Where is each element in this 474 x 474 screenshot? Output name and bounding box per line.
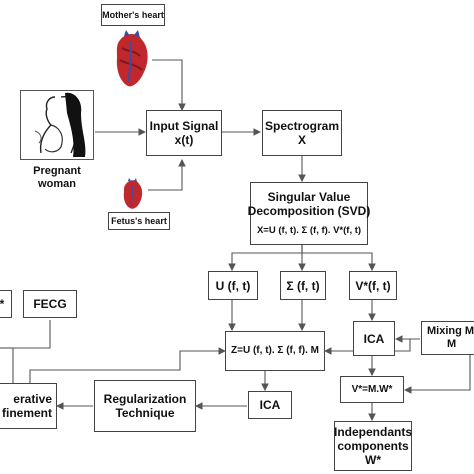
z-formula-text: Z=U (f, t). Σ (f, f). M: [231, 345, 319, 356]
iterative-refinement-line2: finement: [1, 406, 52, 420]
mothers-heart-label-text: Mother's heart: [102, 9, 164, 20]
refinement-to-fecg-line: [12, 320, 51, 383]
mixing-to-wstar-arrow: [403, 355, 471, 394]
iterative-refinement-line1: erative: [13, 392, 52, 406]
independants-line1: Independants: [334, 425, 413, 439]
input-signal-title: Input Signal: [149, 119, 219, 133]
anatomical-heart-icon: [123, 178, 143, 209]
wstar-formula-box: V*=M.W*: [340, 376, 404, 403]
fetus-heart-label: Fetus's heart: [108, 212, 170, 230]
mothers-heart-label: Mother's heart: [101, 4, 165, 26]
anatomical-heart-icon: [116, 30, 148, 87]
mixing-matrix-title: Mixing M: [427, 325, 474, 337]
regularization-line1: Regularization: [103, 392, 187, 406]
mother-heart-to-input-arrow: [151, 59, 186, 112]
spectrogram-symbol: X: [297, 133, 306, 147]
pregnant-woman-label: Pregnant woman: [20, 162, 94, 194]
u-matrix-box: U (f, t): [208, 271, 258, 300]
ica-bottom-box: ICA: [248, 391, 292, 419]
mecg-output-box-partial: *: [0, 290, 12, 318]
input-signal-box: Input Signal x(t): [146, 110, 222, 156]
z-formula-box: Z=U (f, t). Σ (f, f). M: [225, 331, 325, 371]
iterative-refinement-box: erative finement: [0, 383, 57, 429]
fecg-output-box: FECG: [23, 290, 77, 318]
fetus-heart-label-text: Fetus's heart: [111, 215, 167, 226]
vstar-matrix-label: V*(f, t): [355, 278, 391, 293]
mixing-matrix-box: Mixing M M: [421, 321, 474, 355]
independants-components-box: Independants components W*: [334, 421, 412, 471]
spectrogram-title: Spectrogram: [264, 119, 340, 133]
pregnant-woman-sketch-icon: [34, 92, 86, 157]
refinement-to-z-feedback-arrow: [29, 347, 227, 383]
regularization-line2: Technique: [115, 406, 175, 420]
ica-bottom-label: ICA: [259, 398, 281, 412]
vstar-matrix-box: V*(f, t): [349, 271, 397, 300]
fetus-heart-image-box: [121, 178, 145, 210]
u-matrix-label: U (f, t): [215, 278, 251, 293]
svd-formula: X=U (f, t). Σ (f, f). V*(f, t): [256, 224, 362, 236]
wstar-formula-text: V*=M.W*: [351, 383, 393, 395]
sigma-matrix-box: Σ (f, t): [280, 271, 326, 300]
svd-title-line1: Singular Value: [267, 189, 351, 204]
independants-line2: components: [337, 439, 409, 453]
svd-title-line2: Decomposition (SVD): [247, 203, 371, 218]
fecg-output-label: FECG: [33, 297, 67, 311]
ica-right-box: ICA: [353, 321, 395, 356]
input-signal-symbol: x(t): [174, 133, 194, 147]
pregnant-woman-image-box: [20, 90, 94, 160]
pregnant-woman-label-line2: woman: [38, 178, 76, 190]
svd-to-u-arrow: [228, 245, 303, 272]
mecg-output-label-partial: *: [0, 297, 5, 311]
pregnant-woman-label-line1: Pregnant: [33, 165, 81, 177]
spectrogram-box: Spectrogram X: [262, 110, 342, 156]
ica-right-label: ICA: [363, 331, 385, 346]
mixing-matrix-symbol: M: [447, 338, 457, 350]
regularization-technique-box: Regularization Technique: [94, 380, 196, 432]
mother-heart-image-box: [112, 30, 152, 90]
svd-to-vstar-arrow: [301, 245, 376, 272]
svd-box: Singular Value Decomposition (SVD) X=U (…: [247, 182, 371, 245]
independants-line3: W*: [365, 453, 381, 467]
sigma-matrix-label: Σ (f, t): [286, 278, 320, 293]
fetus-heart-to-input-arrow: [148, 158, 186, 191]
